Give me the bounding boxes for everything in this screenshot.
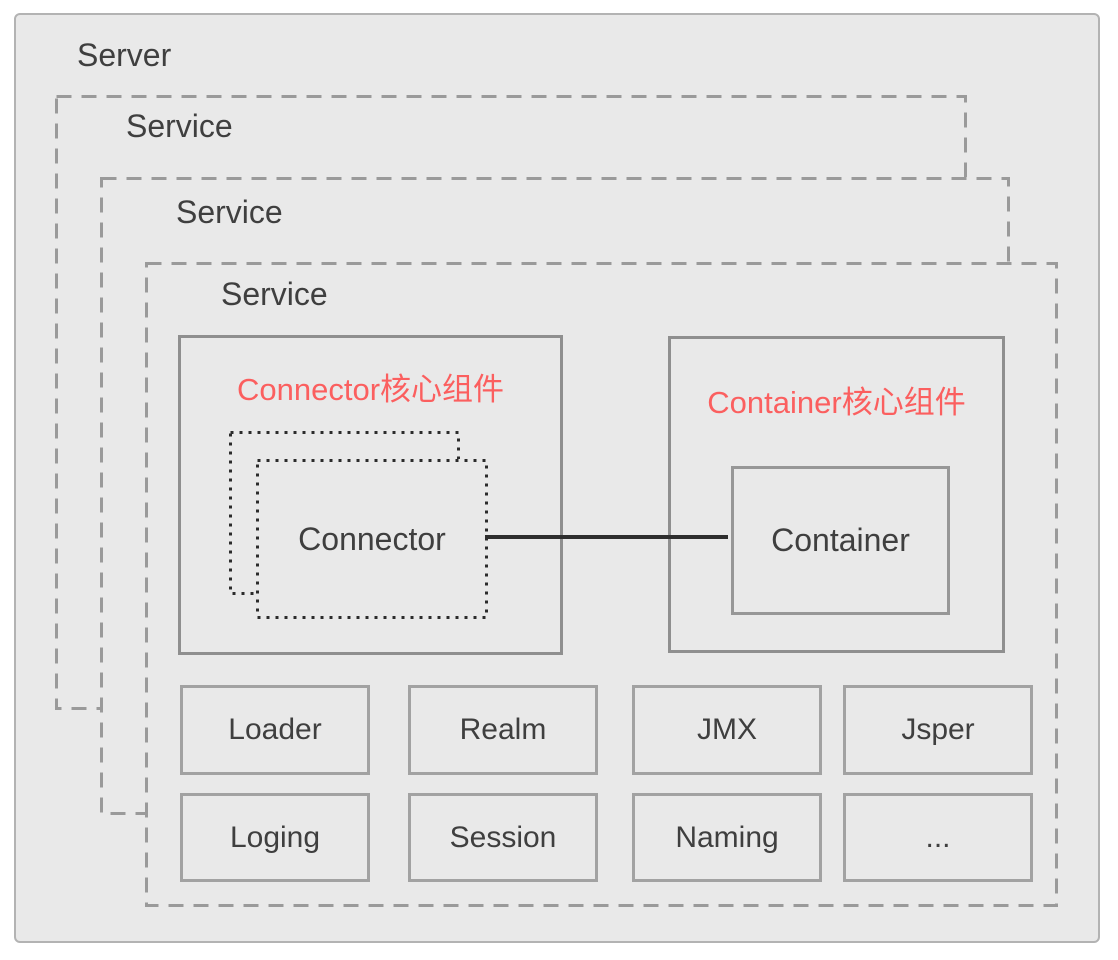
server-label: Server xyxy=(77,37,172,73)
component-box-jmx: JMX xyxy=(632,685,822,775)
connector-group-title: Connector核心组件 xyxy=(236,372,505,407)
component-box-session: Session xyxy=(408,793,598,882)
component-label: Session xyxy=(449,820,557,854)
component-box-realm: Realm xyxy=(408,685,598,775)
connector-container-link-line xyxy=(485,535,728,539)
component-box-jsper: Jsper xyxy=(843,685,1033,775)
component-box-loader: Loader xyxy=(180,685,370,775)
container-label: Container xyxy=(771,522,910,559)
component-label: ... xyxy=(925,820,951,854)
connector-box: Connector xyxy=(256,459,488,619)
service-label-1: Service xyxy=(126,108,233,144)
container-group-title: Container核心组件 xyxy=(707,385,966,420)
component-label: Naming xyxy=(675,820,779,854)
component-label: Realm xyxy=(459,713,547,746)
service-label-3: Service xyxy=(221,276,328,312)
container-group-box: Container核心组件 Container xyxy=(668,336,1005,653)
component-label: Loging xyxy=(229,820,321,854)
component-box-more: ... xyxy=(843,793,1033,882)
component-label: Loader xyxy=(228,713,322,746)
component-box-naming: Naming xyxy=(632,793,822,882)
dotted-border xyxy=(256,459,488,619)
component-label: Jsper xyxy=(901,713,975,746)
service-dashed-border xyxy=(100,177,1010,815)
container-box: Container xyxy=(731,466,950,615)
component-box-loging: Loging xyxy=(180,793,370,882)
connector-label: Connector xyxy=(298,520,446,557)
connector-group-box: Connector核心组件 Connector xyxy=(178,335,563,655)
service-dashed-border xyxy=(145,262,1058,907)
component-label: JMX xyxy=(697,713,757,746)
service-label-2: Service xyxy=(176,194,283,230)
